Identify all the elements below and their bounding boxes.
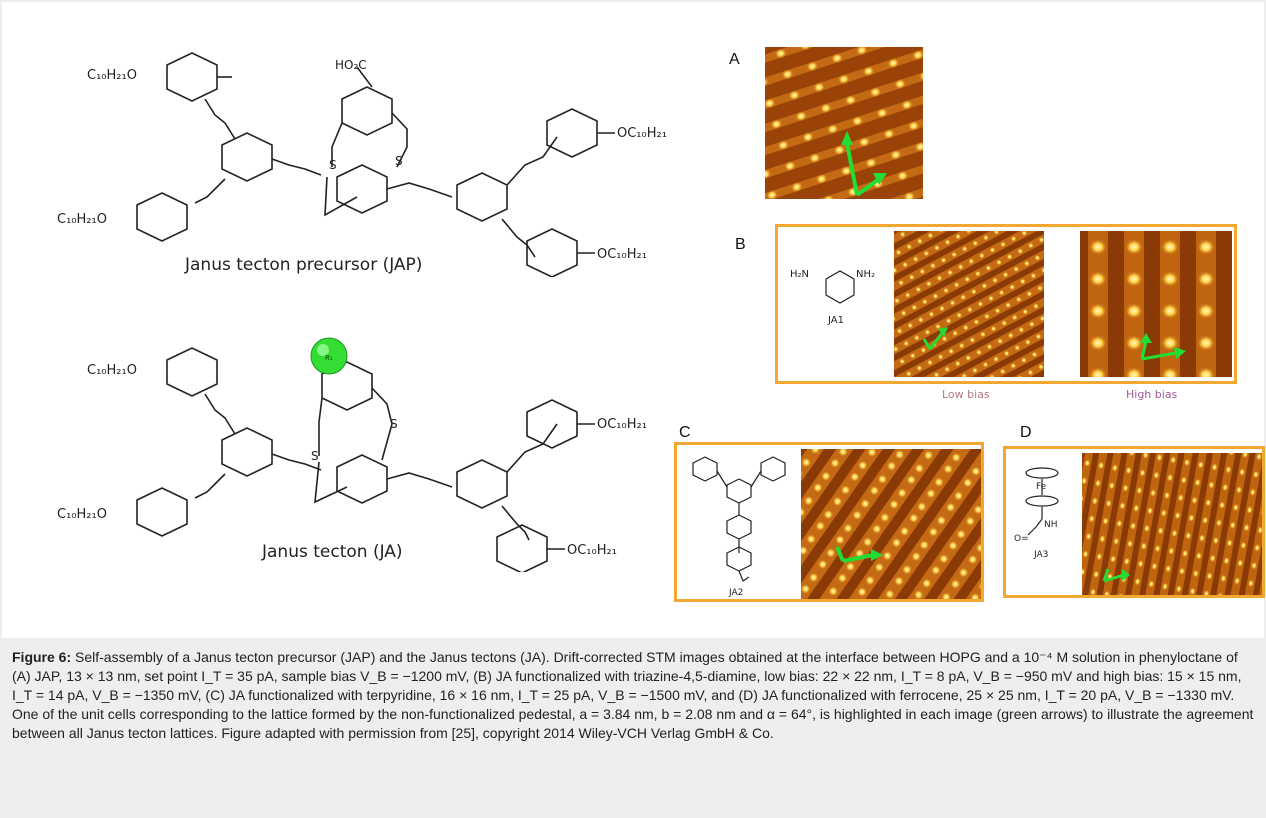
c10h21o-label-2: C₁₀H₂₁O (57, 212, 107, 227)
ho2c-label: HO₂C (335, 58, 367, 72)
oc10h21-label-2: OC₁₀H₂₁ (597, 247, 647, 262)
jap-label: Janus tecton precursor (JAP) (185, 255, 423, 275)
ja1-structure: H₂N NH₂ JA1 (790, 269, 875, 326)
ja-c10h21o-label-1: C₁₀H₂₁O (87, 363, 137, 378)
caption-text: Self-assembly of a Janus tecton precurso… (12, 649, 1254, 741)
o-label: O= (1014, 534, 1029, 544)
panel-c-box: JA2 (674, 442, 984, 602)
ja-molecule-structure: R₁ C₁₀H₂₁O C₁₀H₂₁O S S OC₁₀H₂₁ OC₁₀H₂₁ (57, 337, 647, 572)
panel-b-box: H₂N NH₂ JA1 (775, 224, 1237, 384)
ja-oc10h21-label-2: OC₁₀H₂₁ (567, 543, 617, 558)
nh2-label: NH₂ (856, 269, 875, 280)
low-bias-label: Low bias (942, 388, 990, 401)
panel-b-letter: B (735, 236, 746, 253)
panel-c-stm-image (801, 449, 981, 599)
panel-c-letter: C (679, 424, 691, 441)
ja3-structure: Fe NH O= JA3 (1014, 467, 1059, 560)
panel-a-stm-image (765, 47, 923, 199)
jap-molecule-structure: C₁₀H₂₁O C₁₀H₂₁O HO₂C S S OC₁₀H₂₁ OC₁₀H₂₁ (57, 52, 667, 277)
sulfur-label-1: S (395, 154, 403, 168)
panel-b-low-bias-image (894, 231, 1044, 377)
ja2-structure: JA2 (692, 456, 786, 598)
panel-b-high-bias-image (1080, 231, 1232, 377)
ja2-label: JA2 (728, 588, 743, 598)
ja3-label: JA3 (1033, 550, 1048, 560)
oc10h21-label-1: OC₁₀H₂₁ (617, 126, 667, 141)
unit-cell-arrow-a1 (845, 142, 859, 196)
ja1-label: JA1 (827, 315, 844, 326)
ja-label: Janus tecton (JA) (262, 542, 403, 562)
nh-label: NH (1044, 520, 1058, 530)
c10h21o-label-1: C₁₀H₂₁O (87, 68, 137, 83)
caption-label: Figure 6: (12, 649, 72, 665)
unit-cell-arrow-a2 (855, 177, 881, 197)
high-bias-label: High bias (1126, 388, 1178, 401)
h2n-label: H₂N (790, 269, 809, 280)
ja-c10h21o-label-2: C₁₀H₂₁O (57, 507, 107, 522)
ja-oc10h21-label-1: OC₁₀H₂₁ (597, 417, 647, 432)
panel-d-letter: D (1020, 424, 1032, 441)
figure-caption: Figure 6: Self-assembly of a Janus tecto… (12, 648, 1256, 743)
ja-sulfur-label-1: S (390, 417, 398, 431)
ja-sulfur-label-2: S (311, 449, 319, 463)
panel-d-box: Fe NH O= JA3 (1003, 446, 1265, 598)
panel-d-stm-image (1082, 453, 1262, 595)
r-group-label: R₁ (325, 354, 333, 362)
sulfur-label-2: S (329, 158, 337, 172)
fe-label: Fe (1036, 482, 1047, 492)
panel-a-letter: A (729, 51, 740, 68)
figure-image: C₁₀H₂₁O C₁₀H₂₁O HO₂C S S OC₁₀H₂₁ OC₁₀H₂₁… (2, 2, 1265, 638)
